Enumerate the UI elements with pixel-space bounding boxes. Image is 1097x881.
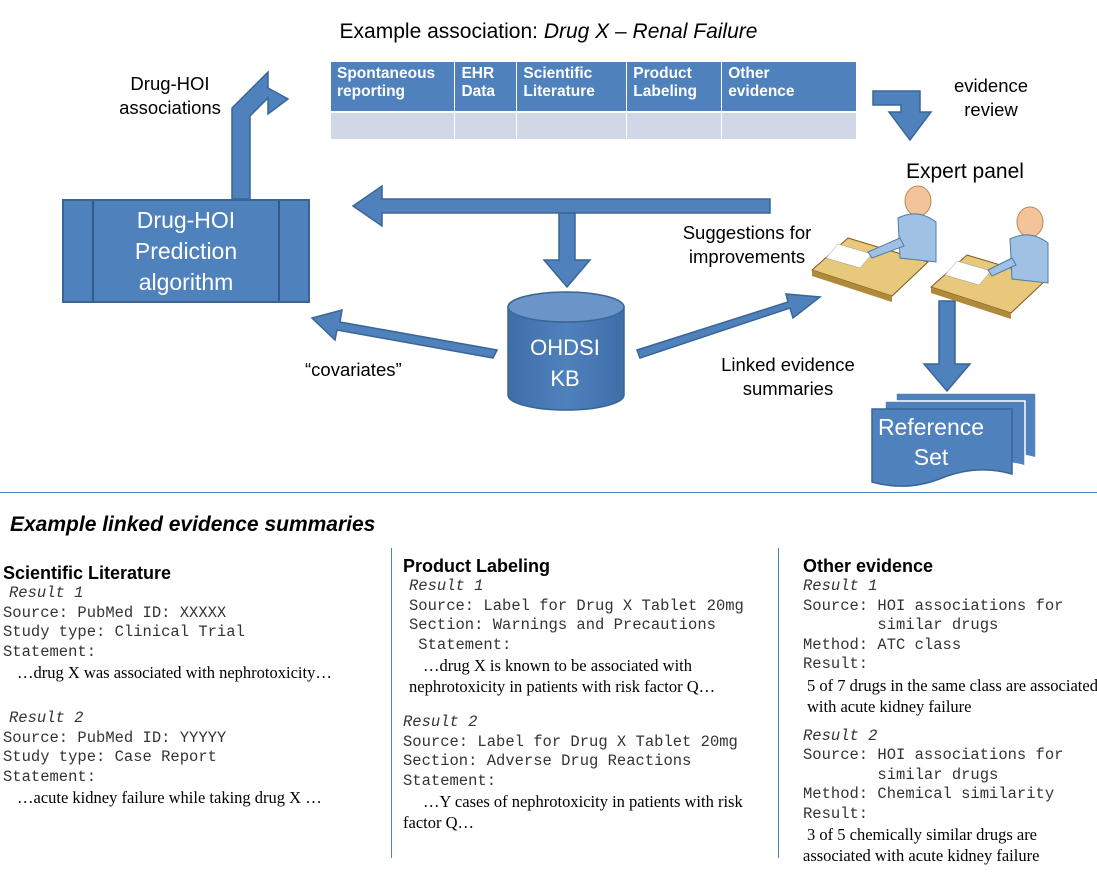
result-label: Result 1 — [409, 577, 484, 595]
arrow-left-suggestions — [351, 184, 771, 228]
result-statement: 5 of 7 drugs in the same class are assoc… — [807, 675, 1097, 695]
result-statement: …Y cases of nephrotoxicity in patients w… — [423, 792, 743, 811]
result-label: Result 2 — [9, 709, 84, 727]
result-statement: associated with acute kidney failure — [803, 846, 1040, 865]
reference-set-shape — [871, 392, 1037, 487]
result-meta: Source: HOI associations for similar dru… — [803, 596, 1064, 674]
linked-evidence-label: Linked evidence summaries — [721, 354, 855, 399]
table-cell — [516, 111, 628, 139]
result-statement: with acute kidney failure — [807, 696, 972, 716]
expert-panel-illustration — [811, 185, 1049, 319]
column-separator — [778, 548, 779, 858]
scientific-literature-column: Scientific Literature Result 1 Source: P… — [3, 563, 383, 808]
table-cell — [331, 111, 456, 139]
table-cell — [721, 111, 857, 139]
summaries-heading: Example linked evidence summaries — [10, 513, 376, 536]
arrow-down-to-reference — [922, 300, 972, 393]
prediction-algorithm-box: Drug-HOI Prediction algorithm — [62, 199, 310, 303]
diagram-title: Example association: Drug X – Renal Fail… — [0, 20, 1097, 44]
arrow-linked-evidence — [636, 293, 822, 359]
result-label: Result 1 — [9, 584, 84, 602]
product-labeling-title: Product Labeling — [403, 556, 551, 576]
column-separator — [391, 548, 392, 858]
header-ehr-data: EHR Data — [454, 62, 518, 112]
drug-hoi-associations-label: Drug-HOI associations — [119, 73, 221, 118]
evidence-table: Spontaneous reporting EHR Data Scientifi… — [331, 62, 857, 139]
scientific-literature-title: Scientific Literature — [3, 563, 172, 583]
title-association: Drug X – Renal Failure — [543, 20, 758, 43]
suggestions-label: Suggestions for improvements — [682, 222, 812, 267]
result-label: Result 1 — [803, 577, 878, 595]
result-statement: factor Q… — [403, 813, 475, 832]
result-statement: …drug X is known to be associated with — [423, 656, 693, 675]
arrow-covariates — [310, 308, 499, 359]
result-statement: …acute kidney failure while taking drug … — [17, 788, 322, 807]
kb-label: OHDSI KB — [530, 335, 600, 391]
product-labeling-column: Product Labeling Result 1 Source: Label … — [401, 556, 781, 833]
header-product-labeling: Product Labeling — [626, 62, 723, 112]
prediction-algorithm-label: Drug-HOI Prediction algorithm — [134, 207, 238, 295]
bent-arrow-right-down — [872, 90, 933, 142]
result-statement: nephrotoxicity in patients with risk fac… — [409, 677, 716, 696]
result-label: Result 2 — [403, 713, 478, 731]
result-statement: …drug X was associated with nephrotoxici… — [17, 663, 332, 682]
flow-diagram — [231, 70, 1049, 487]
result-meta: Source: PubMed ID: XXXXX Study type: Cli… — [3, 603, 245, 661]
result-statement: 3 of 5 chemically similar drugs are — [807, 825, 1038, 844]
arrow-down-to-kb — [542, 212, 592, 289]
result-meta: Source: HOI associations for similar dru… — [803, 746, 1064, 823]
other-evidence-column: Other evidence Result 1 Source: HOI asso… — [801, 556, 1097, 866]
result-meta: Source: Label for Drug X Tablet 20mg Sec… — [409, 596, 744, 654]
header-other-evidence: Other evidence — [721, 62, 857, 112]
table-cell — [626, 111, 723, 139]
section-divider — [0, 492, 1097, 493]
reference-set-label: Reference Set — [877, 414, 985, 470]
covariates-label: “covariates” — [305, 359, 402, 380]
header-spontaneous-reporting: Spontaneous reporting — [331, 62, 456, 112]
result-label: Result 2 — [803, 726, 878, 745]
kb-cylinder — [507, 291, 625, 411]
other-evidence-title: Other evidence — [803, 556, 934, 576]
expert-panel-label: Expert panel — [906, 160, 1024, 183]
evidence-review-label: evidence review — [953, 75, 1029, 120]
title-prefix: Example association: — [339, 20, 544, 43]
table-cell — [454, 111, 518, 139]
result-meta: Source: Label for Drug X Tablet 20mg Sec… — [403, 732, 738, 790]
bent-arrow-up-right — [231, 70, 290, 200]
result-meta: Source: PubMed ID: YYYYY Study type: Cas… — [3, 728, 227, 786]
header-scientific-literature: Scientific Literature — [516, 62, 628, 112]
